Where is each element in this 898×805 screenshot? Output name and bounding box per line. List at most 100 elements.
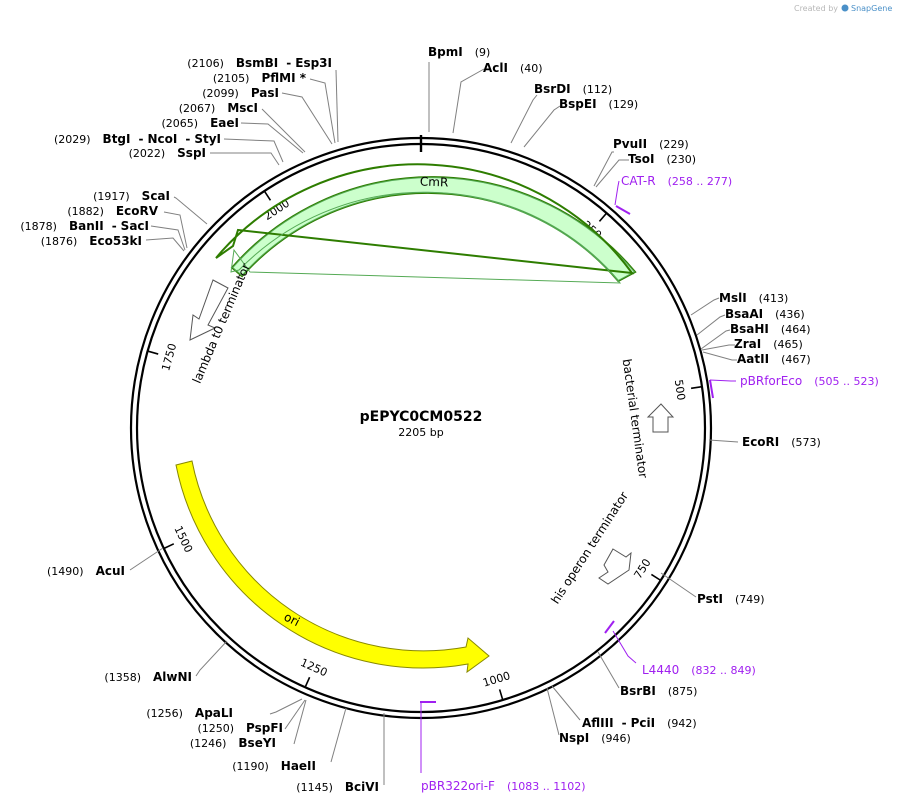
l4440-leader <box>612 630 637 664</box>
enzyme-acui[interactable]: (1490)AcuI <box>47 564 125 578</box>
svg-text:BsaAI(436): BsaAI(436) <box>725 307 805 321</box>
svg-text:(1358)AlwNI: (1358)AlwNI <box>104 670 192 684</box>
svg-text:(1490)AcuI: (1490)AcuI <box>47 564 125 578</box>
feature-his-operon-terminator[interactable]: his operon terminator <box>548 489 632 606</box>
svg-text:BpmI(9): BpmI(9) <box>428 45 490 59</box>
enzyme-tsoi[interactable]: TsoI(230) <box>628 152 696 166</box>
primer-cat-r[interactable]: CAT-R(258 .. 277) <box>614 174 732 215</box>
svg-text:BspEI(129): BspEI(129) <box>559 97 638 111</box>
svg-text:pBR322ori-F(1083 .. 1102): pBR322ori-F(1083 .. 1102) <box>421 779 586 793</box>
enzyme-scai[interactable]: (1917)ScaI <box>93 189 170 203</box>
svg-text:(1256)ApaLI: (1256)ApaLI <box>146 706 233 720</box>
svg-text:(2105)PflMI *: (2105)PflMI * <box>213 71 307 85</box>
svg-text:(1250)PspFI: (1250)PspFI <box>197 721 283 735</box>
enzyme-pasi[interactable]: (2099)PasI <box>202 86 279 100</box>
tick-label: 1750 <box>159 342 179 372</box>
feature-lambda-t0-terminator[interactable]: lambda t0 terminator <box>189 261 253 385</box>
tick-mark <box>147 350 159 355</box>
svg-text:(2106)BsmBI-Esp3I: (2106)BsmBI-Esp3I <box>187 56 332 70</box>
enzyme-pflmi[interactable]: (2105)PflMI * <box>213 71 307 85</box>
svg-text:PstI(749): PstI(749) <box>697 592 765 606</box>
tick-label: 1500 <box>171 524 195 555</box>
enzyme-pspfi[interactable]: (1250)PspFI <box>197 721 283 735</box>
his-operon-arrow <box>598 548 632 585</box>
svg-text:AflIII-PciI(942): AflIII-PciI(942) <box>582 716 697 730</box>
enzyme-bseyi[interactable]: (1246)BseYI <box>190 736 276 750</box>
enzyme-leader-lines <box>129 62 739 785</box>
bacterial-terminator-label: bacterial terminator <box>620 358 651 479</box>
feature-bacterial-terminator[interactable]: bacterial terminator <box>620 358 675 479</box>
credit-brand: SnapGene <box>851 4 892 13</box>
svg-text:(1190)HaeII: (1190)HaeII <box>232 759 316 773</box>
tick-mark <box>163 543 175 550</box>
enzyme-bsmbi-esp3i[interactable]: (2106)BsmBI-Esp3I <box>187 56 332 70</box>
enzyme-bsrbi[interactable]: BsrBI(875) <box>620 684 697 698</box>
enzyme-bsahi[interactable]: BsaHI(464) <box>730 322 811 336</box>
feature-ori[interactable]: ori <box>175 460 490 674</box>
enzyme-psti[interactable]: PstI(749) <box>697 592 765 606</box>
svg-text:(1876)Eco53kI: (1876)Eco53kI <box>41 234 142 248</box>
enzyme-acli[interactable]: AclI(40) <box>483 61 543 75</box>
svg-text:EcoRI(573): EcoRI(573) <box>742 435 821 449</box>
enzyme-btgi-ncoi-styi[interactable]: (2029)BtgI-NcoI-StyI <box>54 132 221 146</box>
svg-text:TsoI(230): TsoI(230) <box>628 152 696 166</box>
enzyme-apali[interactable]: (1256)ApaLI <box>146 706 233 720</box>
enzyme-zrai[interactable]: ZraI(465) <box>734 337 803 351</box>
cmr-label: CmR <box>420 175 449 190</box>
tick-label: 1000 <box>481 669 512 690</box>
svg-text:MslI(413): MslI(413) <box>719 291 788 305</box>
enzyme-banii-saci[interactable]: (1878)BanII-SacI <box>20 219 149 233</box>
tick-mark <box>263 190 272 201</box>
primer-pbr322ori-f[interactable]: pBR322ori-F(1083 .. 1102) <box>420 701 586 793</box>
tick-mark <box>690 385 703 390</box>
pbrforeco-mark <box>709 379 714 399</box>
svg-text:(1882)EcoRV: (1882)EcoRV <box>67 204 158 218</box>
enzyme-msli[interactable]: MslI(413) <box>719 291 788 305</box>
ori-arrow <box>175 460 490 674</box>
cmr-arrowhead <box>215 163 635 275</box>
svg-text:PvuII(229): PvuII(229) <box>613 137 689 151</box>
enzyme-bspei[interactable]: BspEI(129) <box>559 97 638 111</box>
enzyme-haeii[interactable]: (1190)HaeII <box>232 759 316 773</box>
enzyme-bpmi[interactable]: BpmI(9) <box>428 45 490 59</box>
svg-text:L4440(832 .. 849): L4440(832 .. 849) <box>642 663 756 677</box>
enzyme-alwni[interactable]: (1358)AlwNI <box>104 670 192 684</box>
primer-l4440[interactable]: L4440(832 .. 849) <box>604 620 756 677</box>
ori-label: ori <box>282 610 302 630</box>
cmr-arrowtip <box>230 191 622 284</box>
svg-text:ZraI(465): ZraI(465) <box>734 337 803 351</box>
enzyme-msci[interactable]: (2067)MscI <box>179 101 258 115</box>
enzyme-nspi[interactable]: NspI(946) <box>559 731 631 745</box>
svg-text:(2065)EaeI: (2065)EaeI <box>162 116 239 130</box>
enzyme-afliii-pcii[interactable]: AflIII-PciI(942) <box>582 716 697 730</box>
enzyme-bcivi[interactable]: (1145)BciVI <box>296 780 379 794</box>
svg-text:BsaHI(464): BsaHI(464) <box>730 322 811 336</box>
enzyme-bsaai[interactable]: BsaAI(436) <box>725 307 805 321</box>
enzyme-eco53ki[interactable]: (1876)Eco53kI <box>41 234 142 248</box>
tick-label: 750 <box>631 556 653 581</box>
svg-text:(2099)PasI: (2099)PasI <box>202 86 279 100</box>
enzyme-eaei[interactable]: (2065)EaeI <box>162 116 239 130</box>
tick-mark <box>650 573 662 582</box>
svg-text:(2022)SspI: (2022)SspI <box>129 146 206 160</box>
snapgene-logo-icon <box>841 4 849 12</box>
enzyme-ecorv[interactable]: (1882)EcoRV <box>67 204 158 218</box>
svg-text:(1878)BanII-SacI: (1878)BanII-SacI <box>20 219 149 233</box>
tick-label: 500 <box>672 379 688 402</box>
plasmid-name: pEPYC0CM0522 <box>360 409 483 425</box>
credit-text: Created by <box>794 4 838 13</box>
enzyme-pvuii[interactable]: PvuII(229) <box>613 137 689 151</box>
enzyme-bsrdi[interactable]: BsrDI(112) <box>534 82 612 96</box>
enzyme-aatii[interactable]: AatII(467) <box>737 352 811 366</box>
lambda-t0-arrow <box>189 279 229 341</box>
cmr-body <box>232 177 636 282</box>
feature-cmr[interactable]: CmR <box>215 163 637 284</box>
cat-r-mark <box>615 205 631 215</box>
enzyme-sspi[interactable]: (2022)SspI <box>129 146 206 160</box>
primer-pbrforeco[interactable]: pBRforEco(505 .. 523) <box>709 374 879 399</box>
svg-text:(2067)MscI: (2067)MscI <box>179 101 258 115</box>
tick-mark <box>304 676 311 688</box>
enzyme-ecori[interactable]: EcoRI(573) <box>742 435 821 449</box>
tick-mark <box>598 212 608 222</box>
